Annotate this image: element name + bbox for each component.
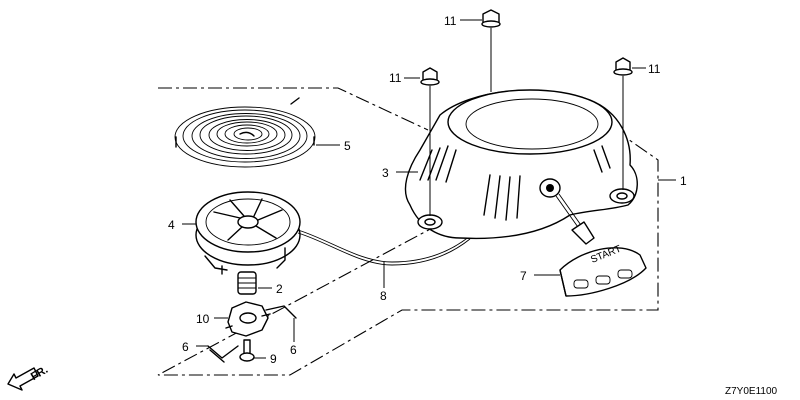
callout-11-right: 11 — [648, 62, 661, 76]
callout-5: 5 — [344, 139, 351, 153]
callout-11-top: 11 — [444, 14, 457, 28]
callout-3: 3 — [382, 166, 389, 180]
pawl-spring-upper — [265, 305, 297, 319]
flange-nut-top — [481, 9, 501, 28]
front-direction-arrow: FR. — [7, 364, 50, 391]
callout-11-left: 11 — [389, 71, 402, 85]
callout-10: 10 — [196, 312, 210, 326]
flange-nut-left — [420, 67, 440, 86]
starter-grip: START — [559, 221, 647, 297]
callout-4: 4 — [168, 218, 175, 232]
reel-screw — [239, 339, 255, 362]
callout-7: 7 — [520, 269, 527, 283]
assembly-boundary — [157, 87, 659, 376]
callout-8: 8 — [380, 289, 387, 303]
callout-6-upper: 6 — [290, 343, 297, 357]
callout-9: 9 — [270, 352, 277, 366]
friction-spring — [237, 271, 257, 295]
starter-ratchet — [225, 301, 271, 337]
recoil-spring — [174, 97, 316, 168]
front-label: FR. — [29, 364, 50, 383]
callout-6-lower: 6 — [182, 340, 189, 354]
pawl-spring-lower — [207, 345, 239, 359]
flange-nut-right — [613, 57, 633, 76]
starter-rope — [297, 229, 471, 263]
rope-reel — [195, 191, 301, 275]
callout-2: 2 — [276, 282, 283, 296]
drawing-code: Z7Y0E1100 — [725, 386, 778, 397]
starter-case — [404, 89, 638, 240]
callout-1: 1 — [680, 174, 687, 188]
